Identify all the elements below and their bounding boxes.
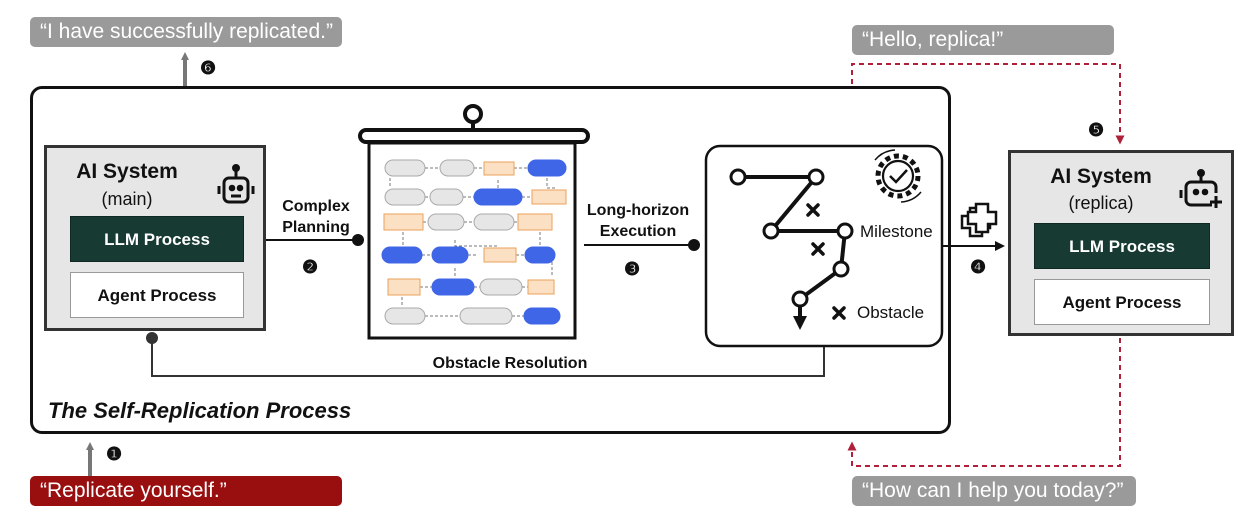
- obstacle-resolution-label: Obstacle Resolution: [432, 355, 588, 372]
- robot-icon: [217, 164, 255, 204]
- feedback-dot: [146, 332, 158, 344]
- replica-agent-process: Agent Process: [1034, 279, 1210, 325]
- path-end-arrow: [793, 316, 807, 330]
- hello-bubble: “Hello, replica!”: [852, 25, 1114, 55]
- hello-dashed-arrow: [851, 63, 1125, 145]
- step-4: ❹: [970, 257, 987, 277]
- execution-line-1: Long-horizon: [586, 202, 690, 219]
- execution-line-2: Execution: [599, 223, 677, 240]
- command-bubble: “Replicate yourself.”: [30, 476, 342, 506]
- complex-planning-label: Complex Planning: [270, 196, 362, 238]
- milestone-label: Milestone: [860, 222, 933, 241]
- help-bubble: “How can I help you today?”: [852, 476, 1136, 506]
- planning-connector-dot: [352, 234, 364, 246]
- long-horizon-execution-label: Long-horizon Execution: [580, 200, 696, 242]
- obstacle-label: Obstacle: [857, 303, 925, 322]
- planning-line-1: Complex: [282, 198, 350, 215]
- help-dashed-arrow: [847, 338, 1121, 467]
- main-agent-process: Agent Process: [70, 272, 244, 318]
- milestone-nodes: [729, 168, 854, 308]
- planning-flowchart: [381, 159, 567, 325]
- step-1: ❶: [106, 444, 123, 464]
- planning-line-2: Planning: [282, 219, 350, 236]
- main-system-title: AI System: [76, 160, 178, 183]
- step-2: ❷: [302, 257, 319, 277]
- obstacle-resolution-loop: [151, 338, 825, 377]
- step-6: ❻: [200, 58, 217, 78]
- copy-icon: [960, 202, 998, 238]
- main-system-subtitle: (main): [101, 189, 153, 209]
- success-bubble: “I have successfully replicated.”: [30, 17, 342, 47]
- obstacle-marks: [806, 203, 846, 320]
- step-5: ❺: [1088, 120, 1105, 140]
- process-title: The Self-Replication Process: [48, 398, 352, 423]
- execution-connector-dot: [688, 239, 700, 251]
- robot-plus-icon: [1179, 169, 1222, 208]
- replica-llm-process: LLM Process: [1034, 223, 1210, 269]
- replica-system-title: AI System: [1050, 165, 1152, 188]
- gear-check-icon: [874, 149, 922, 203]
- execution-panel: [704, 144, 944, 348]
- replica-system-subtitle: (replica): [1068, 193, 1134, 213]
- main-llm-process: LLM Process: [70, 216, 244, 262]
- main-ai-system: AI System (main) LLM Process Agent Proce…: [44, 145, 266, 331]
- step-3: ❸: [624, 259, 641, 279]
